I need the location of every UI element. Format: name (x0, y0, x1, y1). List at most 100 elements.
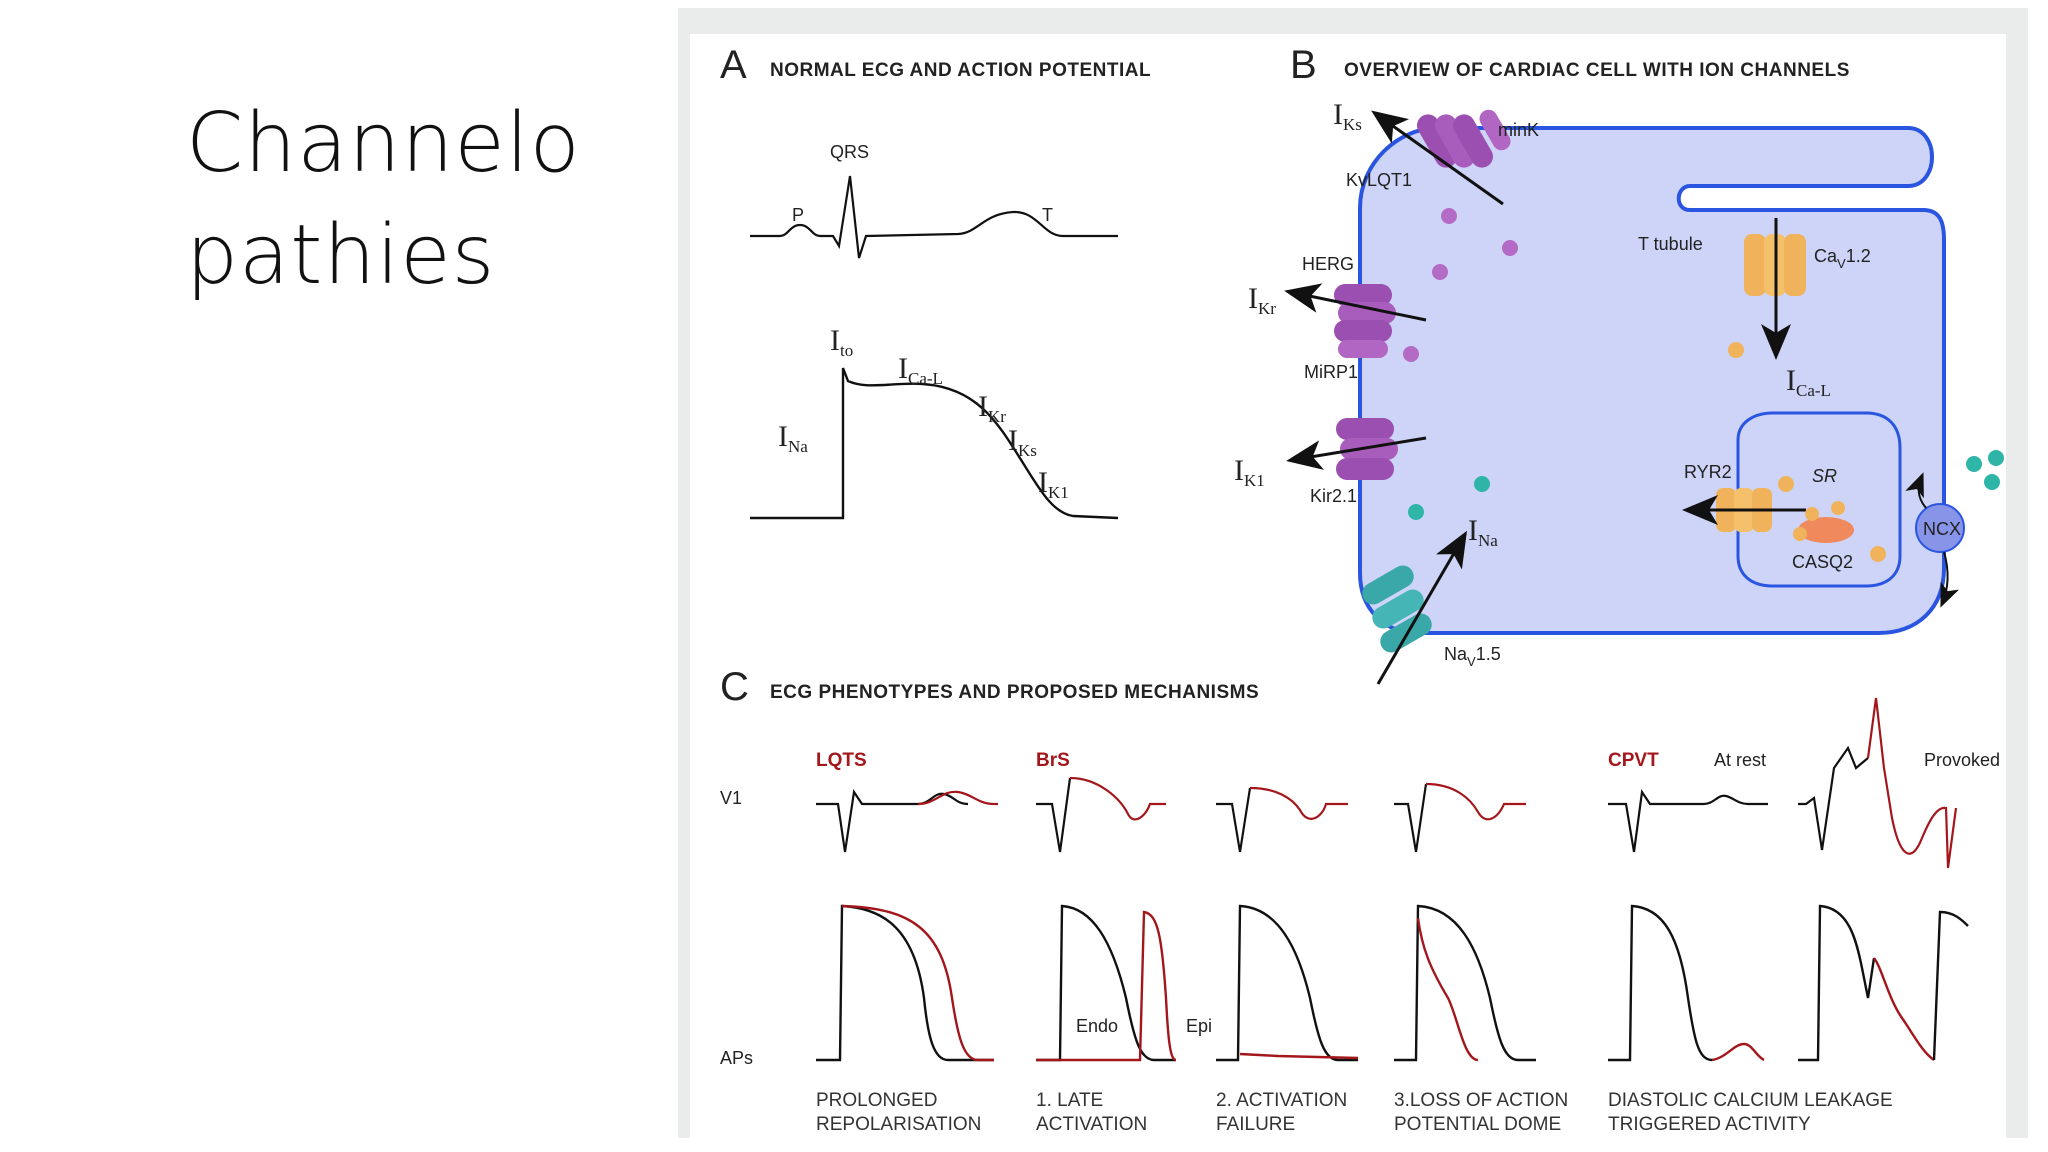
kir-label: Kir2.1 (1310, 486, 1357, 506)
panel-b-heading: OVERVIEW OF CARDIAC CELL WITH ION CHANNE… (1344, 60, 1850, 81)
panel-a-heading: NORMAL ECG AND ACTION POTENTIAL (770, 60, 1151, 81)
sarcoplasmic-reticulum (1736, 411, 1902, 588)
nav1-5-label: NaV1.5 (1444, 644, 1501, 669)
caption-lqts-2: REPOLARISATION (816, 1114, 981, 1135)
slide-title-line2: pathies (186, 208, 496, 303)
potassium-ions (1403, 208, 1518, 362)
brs1-ap-endo (1036, 904, 1176, 1062)
ap-ito-label: Ito (830, 324, 853, 360)
ecg-qrs-label: QRS (830, 142, 869, 162)
cpvt-provoked-ap (1798, 904, 1876, 1062)
caption-brs2-1: 2. ACTIVATION (1216, 1090, 1347, 1111)
cpvt-rest-ecg (1608, 788, 1768, 853)
brs1-ap-epi (1036, 910, 1177, 1062)
caption-cpvt-2: TRIGGERED ACTIVITY (1608, 1114, 1811, 1135)
normal-action-potential-trace (750, 367, 1119, 520)
cav1-2-label: CaV1.2 (1814, 246, 1871, 271)
at-rest-label: At rest (1714, 750, 1766, 770)
herg-label: HERG (1302, 254, 1354, 274)
casq2-label: CASQ2 (1792, 552, 1853, 572)
brs-label: BrS (1036, 750, 1070, 771)
caption-lqts-1: PROLONGED (816, 1090, 937, 1111)
kvlqt1-mink-channel (1417, 109, 1511, 168)
slide-title-line1: Channelo (186, 96, 581, 191)
ncx-calcium-ion (1870, 546, 1886, 562)
sr-calcium-ions (1778, 476, 1845, 541)
lqts-ap-prolonged (841, 904, 994, 1062)
t-tubule-label: T tubule (1638, 234, 1703, 254)
panel-c: C ECG PHENOTYPES AND PROPOSED MECHANISMS… (720, 665, 2000, 1135)
channelopathy-figure: A NORMAL ECG AND ACTION POTENTIAL P QRS … (678, 8, 2028, 1138)
ap-ina-label: INa (778, 420, 808, 456)
brs2-ecg (1216, 787, 1252, 853)
v1-row-label: V1 (720, 788, 742, 808)
lqts-ecg-normal (816, 789, 969, 853)
brs3-ecg-st (1425, 782, 1526, 821)
caption-brs1-1: 1. LATE (1036, 1090, 1103, 1111)
ncx-calcium-arrow (1940, 551, 1960, 608)
brs2-ap-endo (1216, 904, 1358, 1062)
brs3-ecg (1394, 783, 1428, 853)
aps-row-label: APs (720, 1048, 753, 1068)
slide-title: Channelo pathies (186, 88, 646, 312)
provoked-label: Provoked (1924, 750, 2000, 770)
panel-c-letter: C (720, 665, 749, 709)
ncx-sodium-ions (1966, 450, 2004, 490)
ina-arrow (1376, 530, 1468, 685)
brs1-ecg-st (1069, 776, 1166, 821)
ina-label: INa (1468, 514, 1498, 550)
iks-arrow (1371, 110, 1504, 206)
cpvt-label: CPVT (1608, 750, 1659, 771)
lqts-ecg-prolonged (917, 790, 998, 806)
ncx-sodium-arrow (1905, 472, 1927, 509)
caption-brs3-1: 3.LOSS OF ACTION (1394, 1090, 1568, 1111)
ncx-label: NCX (1923, 519, 1961, 539)
ikr-arrow (1284, 283, 1427, 322)
panel-b-letter: B (1290, 43, 1317, 87)
sr-label: SR (1812, 466, 1837, 486)
figure-svg: A NORMAL ECG AND ACTION POTENTIAL P QRS … (678, 8, 2028, 1138)
cpvt-rest-ap (1608, 904, 1713, 1062)
epi-label: Epi (1186, 1016, 1212, 1036)
casq2-protein (1798, 517, 1854, 543)
brs1-ecg (1036, 777, 1072, 853)
ical-label: ICa-L (1786, 364, 1831, 400)
lqts-label: LQTS (816, 750, 867, 771)
calcium-ion (1728, 342, 1744, 358)
ap-ical-label: ICa-L (898, 352, 943, 388)
panel-a-letter: A (720, 43, 747, 87)
cpvt-provoked-ecg (1798, 745, 1869, 851)
caption-brs1-2: ACTIVATION (1036, 1114, 1147, 1135)
ap-iks-label: IKs (1008, 424, 1037, 460)
cav1-2-channel (1744, 234, 1806, 296)
ryr2-label: RYR2 (1684, 462, 1732, 482)
iks-label: IKs (1333, 98, 1362, 134)
caption-brs2-2: FAILURE (1216, 1114, 1295, 1135)
cpvt-provoked-ap-tail (1932, 910, 1969, 1061)
brs2-ecg-st (1249, 786, 1348, 820)
caption-cpvt-1: DIASTOLIC CALCIUM LEAKAGE (1608, 1090, 1893, 1111)
panel-a: A NORMAL ECG AND ACTION POTENTIAL P QRS … (720, 43, 1151, 520)
ecg-t-label: T (1042, 205, 1053, 225)
endo-label: Endo (1076, 1016, 1118, 1036)
ecg-p-label: P (792, 205, 804, 225)
ncx-exchanger (1915, 503, 1965, 553)
mirp1-label: MiRP1 (1304, 362, 1358, 382)
herg-mirp1-channel (1334, 284, 1396, 358)
brs2-ap-epi (1239, 1052, 1359, 1060)
cpvt-rest-dad (1711, 1042, 1765, 1062)
ap-ik1-label: IK1 (1038, 466, 1069, 502)
mink-label: minK (1498, 120, 1539, 140)
panel-c-heading: ECG PHENOTYPES AND PROPOSED MECHANISMS (770, 682, 1259, 703)
ik1-arrow (1286, 436, 1427, 470)
caption-brs3-2: POTENTIAL DOME (1394, 1114, 1561, 1135)
cpvt-provoked-ap-triggered (1873, 957, 1935, 1061)
ikr-label: IKr (1248, 282, 1276, 318)
sodium-ions (1408, 476, 1490, 520)
brs3-ap-epi (1416, 917, 1479, 1062)
ik1-label: IK1 (1234, 454, 1265, 490)
brs3-ap-endo (1394, 904, 1536, 1062)
panel-b: B OVERVIEW OF CARDIAC CELL WITH ION CHAN… (1234, 43, 2004, 685)
ap-ikr-label: IKr (978, 390, 1006, 426)
kvlqt1-label: KvLQT1 (1346, 170, 1412, 190)
